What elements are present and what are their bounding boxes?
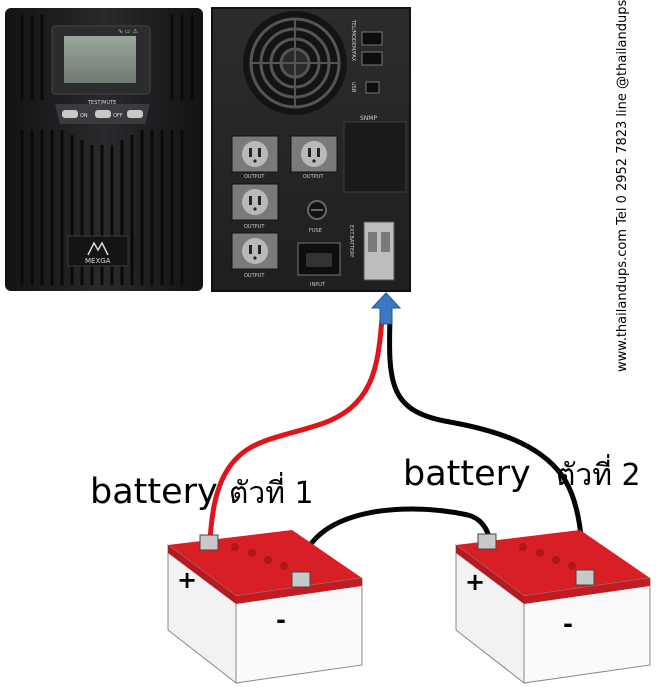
battery-1-positive-terminal bbox=[199, 534, 219, 551]
status-indicator-icons: ∿ ▭ ⚠ bbox=[118, 28, 139, 35]
input-label: INPUT bbox=[310, 282, 326, 288]
off-label: OFF bbox=[113, 113, 123, 119]
output-outlet-2 bbox=[290, 135, 338, 173]
connection-arrow-icon bbox=[370, 292, 402, 325]
battery-1-label-th: ตัวที่ 1 bbox=[228, 476, 314, 511]
battery-1-label-en: battery bbox=[90, 472, 218, 512]
tel-modem-fax-label: TEL/MODEM/FAX bbox=[350, 19, 356, 62]
battery-1: + - bbox=[167, 530, 363, 685]
usb-port[interactable] bbox=[365, 81, 380, 94]
battery-2-label-th: ตัวที่ 2 bbox=[555, 458, 641, 493]
output-label-3: OUTPUT bbox=[244, 224, 265, 230]
output-outlet-3 bbox=[231, 183, 279, 221]
positive-wire-ups-to-battery-1 bbox=[207, 315, 385, 543]
output-label-2: OUTPUT bbox=[303, 174, 324, 180]
brand-name: MEXGA bbox=[85, 257, 111, 265]
tel-modem-port-1[interactable] bbox=[361, 31, 383, 46]
battery-1-plus-sign: + bbox=[177, 566, 197, 594]
brand-logo-icon bbox=[87, 241, 109, 256]
output-label-1: OUTPUT bbox=[244, 174, 265, 180]
battery-2-negative-terminal bbox=[575, 569, 595, 586]
negative-wire-ups-to-battery-2 bbox=[387, 315, 587, 578]
output-outlet-4 bbox=[231, 232, 279, 270]
usb-label: USB bbox=[350, 82, 356, 93]
battery-2-plus-sign: + bbox=[465, 568, 485, 596]
ups-rear-view: TEL/MODEM/FAX USB SNMP OUTPUT OUTPUT OUT… bbox=[211, 7, 411, 292]
tel-modem-port-2[interactable] bbox=[361, 51, 383, 66]
output-outlet-1 bbox=[231, 135, 279, 173]
battery-2-minus-sign: - bbox=[563, 610, 573, 638]
fuse-label: FUSE bbox=[309, 228, 322, 234]
test-mute-label: TEST/MUTE bbox=[87, 100, 116, 106]
battery-2-top bbox=[456, 530, 650, 596]
contact-watermark: www.thailandups.com Tel 0 2952 7823 line… bbox=[615, 0, 630, 372]
battery-2-label: battery ตัวที่ 2 bbox=[403, 452, 641, 499]
off-button[interactable] bbox=[127, 110, 143, 118]
battery-2-label-en: battery bbox=[403, 454, 531, 494]
series-link-wire bbox=[297, 506, 493, 581]
snmp-label: SNMP bbox=[360, 115, 377, 122]
battery-2-positive-terminal bbox=[477, 533, 497, 550]
battery-1-minus-sign: - bbox=[276, 606, 286, 634]
output-label-4: OUTPUT bbox=[244, 273, 265, 279]
lcd-display bbox=[64, 36, 136, 83]
on-button[interactable] bbox=[62, 110, 78, 118]
ext-battery-label: EXT.BATTERY bbox=[348, 225, 354, 258]
scroll-button[interactable] bbox=[95, 110, 111, 118]
battery-1-label: battery ตัวที่ 1 bbox=[90, 470, 314, 517]
on-label: ON bbox=[80, 113, 88, 119]
battery-2: + - bbox=[455, 530, 651, 685]
ups-front-view: ∿ ▭ ⚠ TEST/MUTE ON OFF MEXGA bbox=[5, 8, 203, 291]
snmp-slot bbox=[343, 121, 407, 193]
battery-1-negative-terminal bbox=[291, 571, 311, 588]
